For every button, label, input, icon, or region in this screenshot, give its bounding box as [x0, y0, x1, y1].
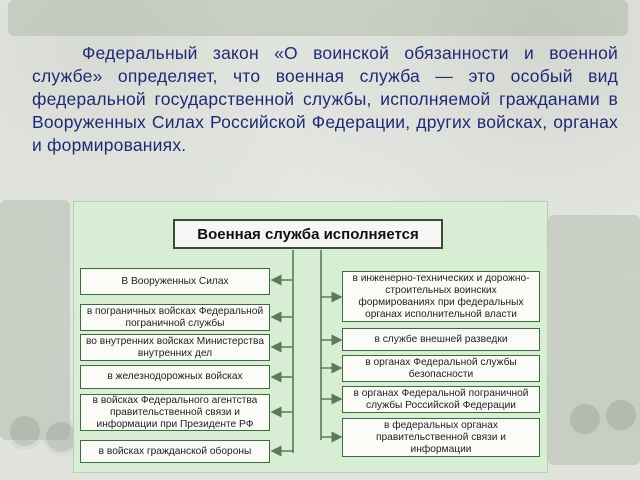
intro-paragraph: Федеральный закон «О воинской обязанност… — [32, 43, 618, 155]
left-item-civil-defense: в войсках гражданской обороны — [80, 440, 270, 463]
left-item-internal-troops: во внутренних войсках Министерства внутр… — [80, 334, 270, 361]
left-item-armed-forces: В Вооруженных Силах — [80, 268, 270, 295]
right-item-gov-communications: в федеральных органах правительственной … — [342, 418, 540, 457]
left-item-fapsi-troops: в войсках Федерального агентства правите… — [80, 394, 270, 431]
right-item-engineering-formations: в инженерно-технических и дорожно-строит… — [342, 271, 540, 322]
diagram-title: Военная служба исполняется — [173, 219, 443, 249]
right-item-fsb: в органах Федеральной службы безопасност… — [342, 355, 540, 382]
right-item-border-service: в органах Федеральной пограничной службы… — [342, 386, 540, 413]
right-item-foreign-intelligence: в службе внешней разведки — [342, 328, 540, 351]
left-item-railway-troops: в железнодорожных войсках — [80, 365, 270, 389]
left-item-border-troops: в пограничных войсках Федеральной погран… — [80, 304, 270, 331]
